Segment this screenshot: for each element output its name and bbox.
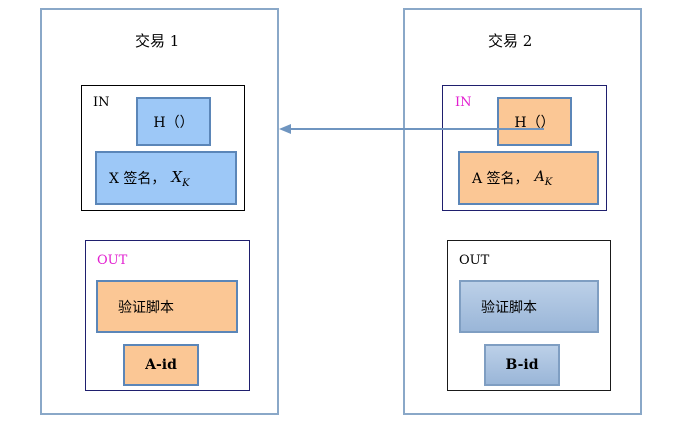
transaction-2-signature-subscript: K xyxy=(544,176,553,188)
transaction-2-signature-text: A 签名， xyxy=(472,171,529,187)
reference-arrowhead xyxy=(279,124,291,134)
transaction-1-title: 交易 1 xyxy=(135,32,180,50)
transaction-1-signature-var-letter: X xyxy=(171,167,183,186)
transaction-2-out-label: OUT xyxy=(459,253,490,268)
transaction-2-in-label: IN xyxy=(455,95,472,110)
transaction-1-verify-script-box: 验证脚本 xyxy=(96,280,238,333)
transaction-1-signature-subscript: K xyxy=(182,177,190,189)
transaction-1-in-label: IN xyxy=(93,95,110,110)
transaction-2-signature-box: A 签名， AK xyxy=(458,151,599,205)
transaction-1-signature-var: XK xyxy=(171,168,189,189)
transaction-2-signature-var-letter: A xyxy=(534,168,545,185)
transaction-1-signature-text: X 签名， xyxy=(109,171,166,187)
transaction-1-signature-box: X 签名， XK xyxy=(95,151,237,205)
transaction-1-id-box: A-id xyxy=(123,344,199,386)
transaction-2-signature-var: AK xyxy=(535,169,553,188)
transaction-1-hash-box: H（） xyxy=(136,97,211,146)
transaction-2-id-box: B-id xyxy=(484,344,560,386)
transaction-2-title: 交易 2 xyxy=(488,32,533,50)
transaction-2-hash-box: H（） xyxy=(497,97,572,146)
transaction-1-out-label: OUT xyxy=(97,253,128,268)
transaction-2-verify-script-box: 验证脚本 xyxy=(459,280,599,333)
